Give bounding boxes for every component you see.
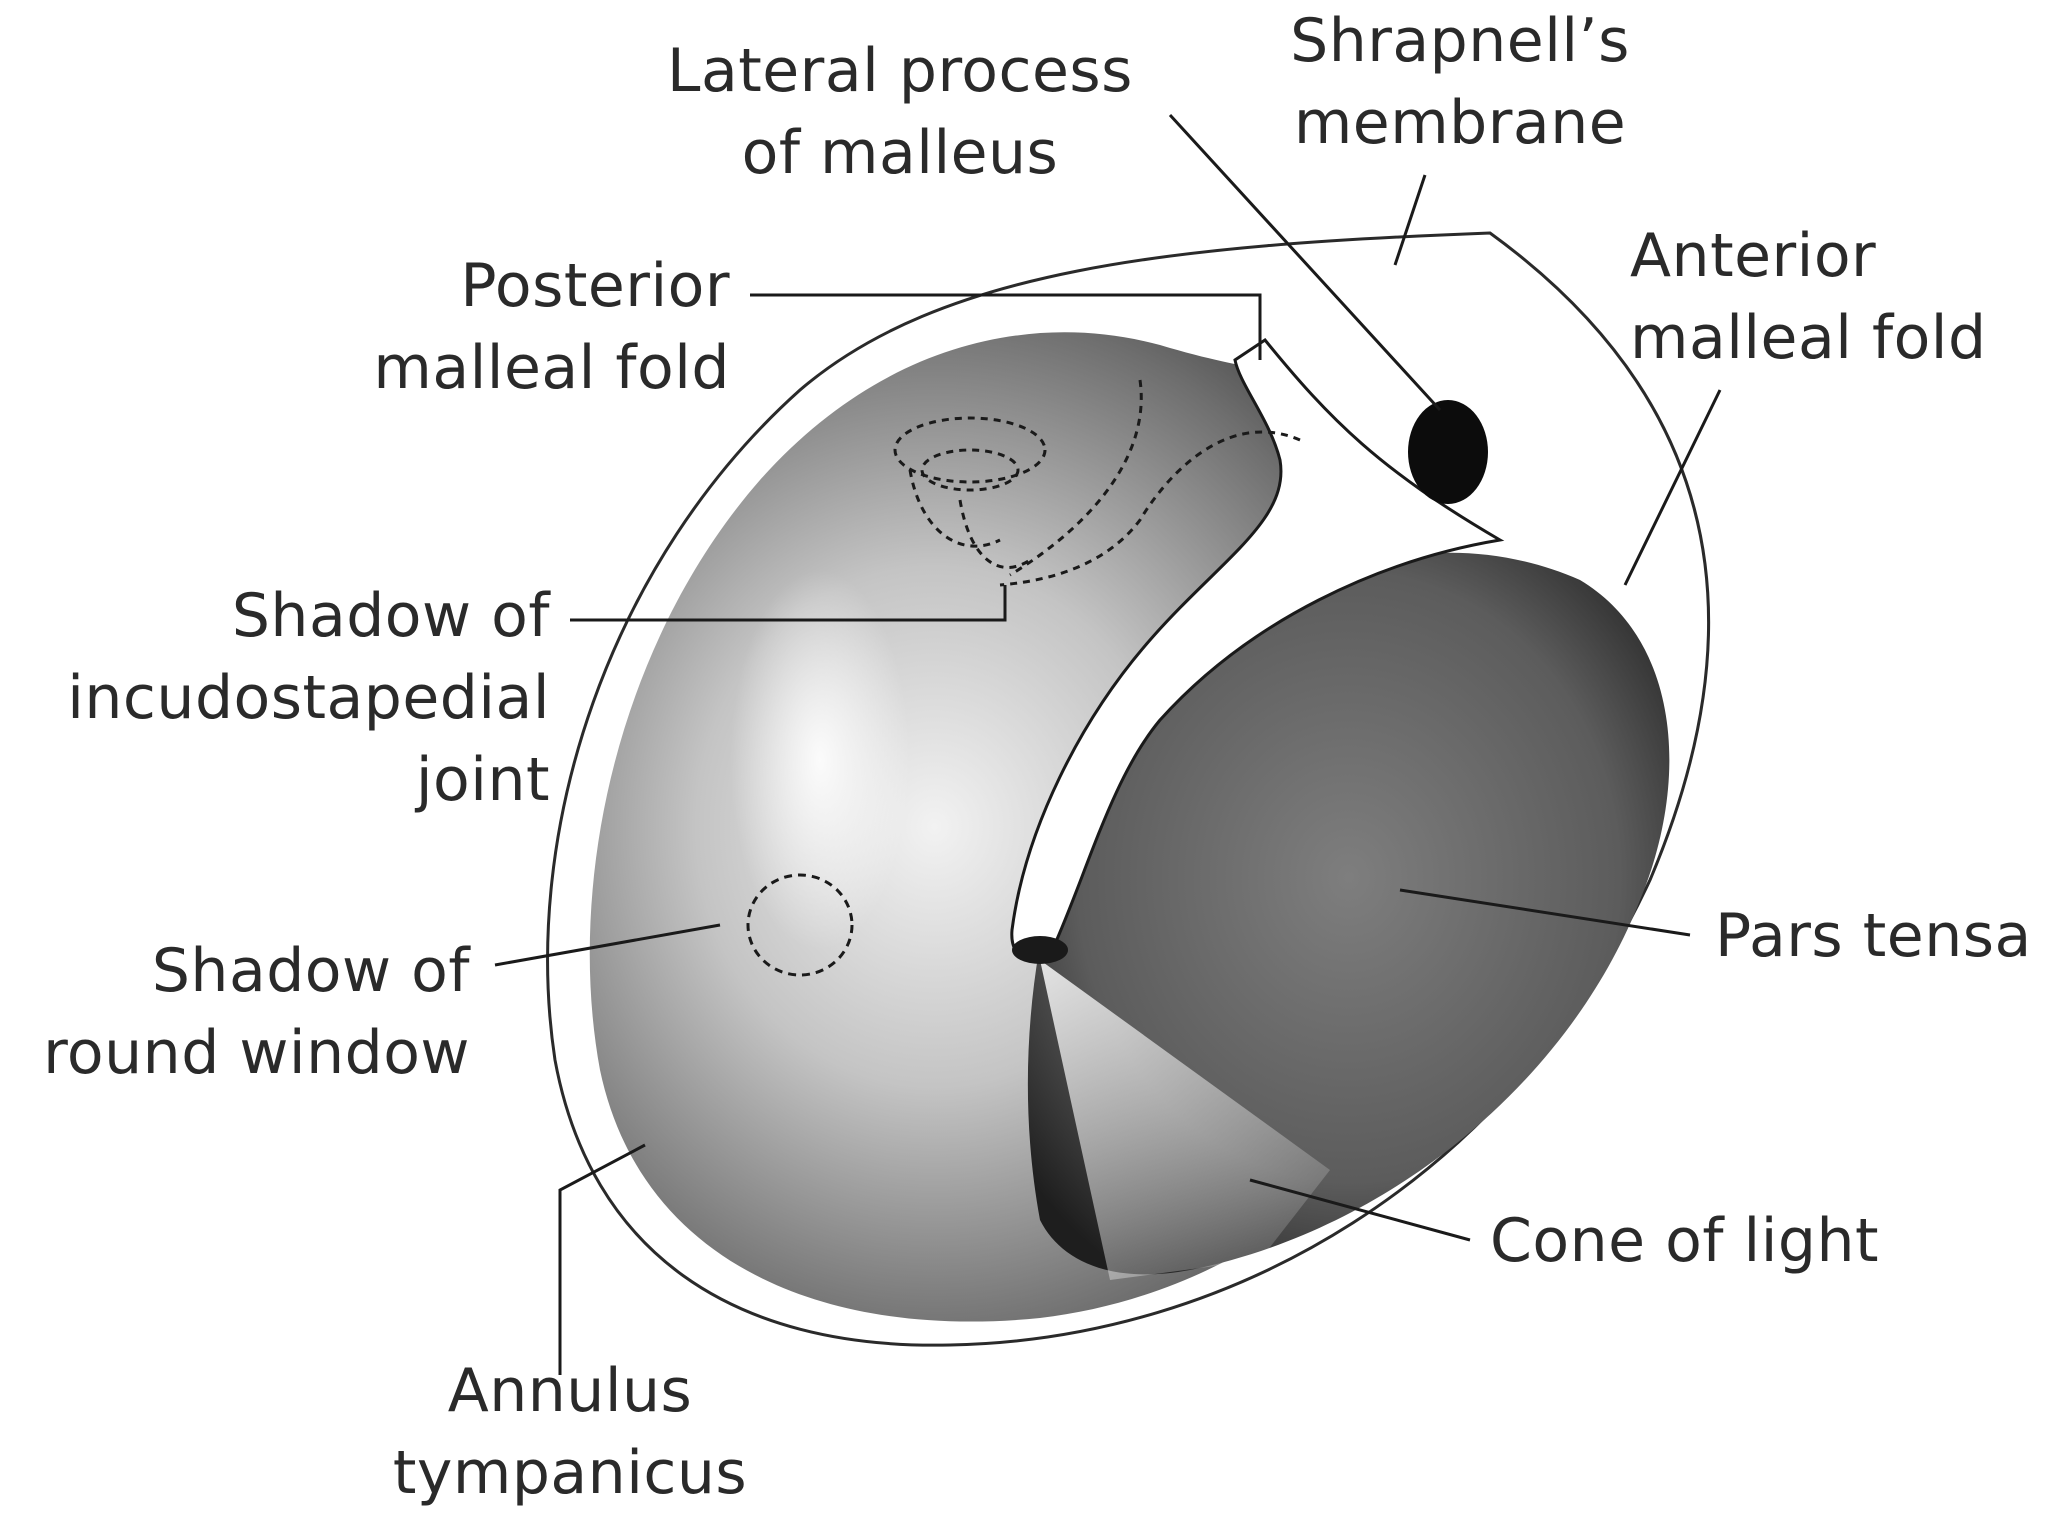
leader-incudostapedial [570,585,1007,622]
leader-pars-tensa [1399,888,1691,937]
leader-anterior-fold [1623,389,1722,586]
round-window-shadow [746,873,854,977]
leader-annulus [558,1143,646,1375]
label-shadow-of-incudostapedial-joint: Shadow of incudostapedial joint [67,581,550,815]
label-shadow-of-round-window: Shadow of round window [43,936,470,1088]
label-annulus-tympanicus: Annulus tympanicus [392,1356,748,1508]
label-lateral-process-of-malleus: Lateral process of malleus [667,36,1133,188]
lateral-process-knob [1408,400,1488,504]
umbo [1012,936,1068,964]
label-shrapnells-membrane: Shrapnell’s membrane [1290,6,1630,158]
incudostapedial-shadow [893,379,1301,587]
leader-round-window [494,923,721,967]
label-anterior-malleal-fold: Anterior malleal fold [1630,221,1987,373]
label-posterior-malleal-fold: Posterior malleal fold [373,251,730,403]
membrane-highlight [730,570,910,950]
label-cone-of-light: Cone of light [1490,1206,1879,1276]
label-pars-tensa: Pars tensa [1715,901,2032,971]
leader-cone-of-light [1249,1178,1471,1242]
leader-posterior-fold [750,293,1262,360]
leader-shrapnells [1393,174,1427,266]
cone-of-light-shape [1040,960,1330,1280]
leader-lateral-process [1168,113,1442,412]
